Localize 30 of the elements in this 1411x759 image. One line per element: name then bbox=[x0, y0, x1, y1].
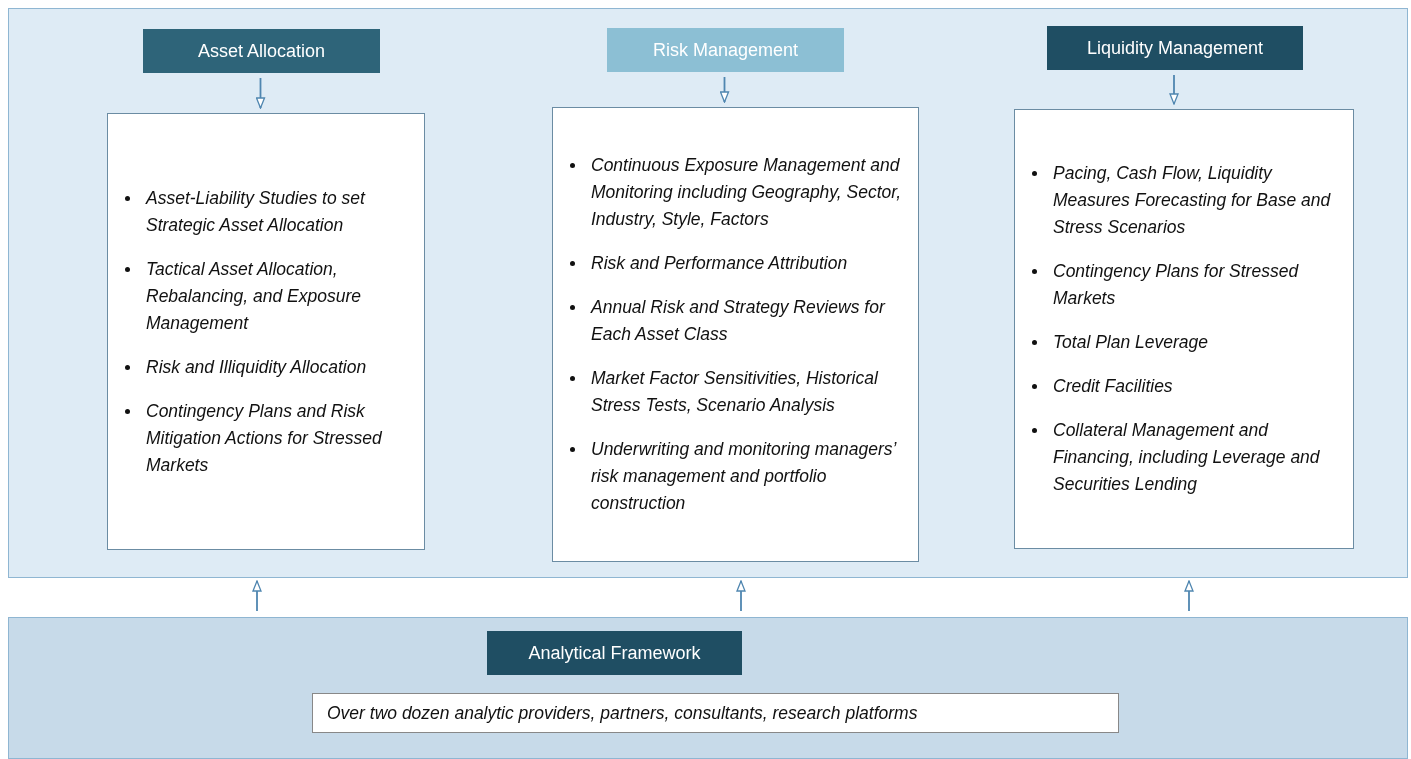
list-item: Underwriting and monitoring managers’ risk management and portfolio construction bbox=[567, 436, 906, 517]
text-box: Over two dozen analytic providers, partners, consultants, research platforms bbox=[312, 693, 1119, 733]
list-item: Risk and Illiquidity Allocation bbox=[122, 353, 412, 381]
arrow bbox=[736, 580, 746, 612]
list-box bbox=[552, 107, 919, 562]
arrow bbox=[1169, 74, 1179, 105]
list-item: Asset-Liability Studies to set Strategic Asset Allocation bbox=[122, 184, 412, 239]
arrow bbox=[719, 76, 730, 103]
list-item: Collateral Management and Financing, including Leverage and Securities Lending bbox=[1029, 417, 1341, 498]
list-item: Risk and Performance Attribution bbox=[567, 250, 906, 277]
list-item: Total Plan Leverage bbox=[1029, 329, 1341, 356]
list-item: Contingency Plans for Stressed Markets bbox=[1029, 258, 1341, 312]
section-header: Asset Allocation bbox=[143, 29, 380, 73]
list-box bbox=[107, 113, 425, 550]
list-item: Annual Risk and Strategy Reviews for Each Asset Class bbox=[567, 294, 906, 348]
arrow bbox=[255, 77, 266, 109]
arrow bbox=[252, 580, 262, 612]
panel-background bbox=[8, 8, 1408, 578]
panel-background bbox=[8, 617, 1408, 759]
arrow bbox=[1184, 580, 1194, 612]
list-item: Tactical Asset Allocation, Rebalancing, and Exposure Management bbox=[122, 255, 412, 337]
section-header: Risk Management bbox=[607, 28, 844, 72]
list-item: Pacing, Cash Flow, Liquidity Measures Forecasting for Base and Stress Scenarios bbox=[1029, 160, 1341, 241]
list-item: Contingency Plans and Risk Mitigation Actions for Stressed Markets bbox=[122, 397, 412, 479]
list-item: Credit Facilities bbox=[1029, 373, 1341, 400]
list-box bbox=[1014, 109, 1354, 549]
list-item: Market Factor Sensitivities, Historical Stress Tests, Scenario Analysis bbox=[567, 365, 906, 419]
section-header: Liquidity Management bbox=[1047, 26, 1303, 70]
section-header: Analytical Framework bbox=[487, 631, 742, 675]
list-item: Continuous Exposure Management and Monitoring including Geography, Sector, Industry, Style, Factors bbox=[567, 152, 906, 233]
